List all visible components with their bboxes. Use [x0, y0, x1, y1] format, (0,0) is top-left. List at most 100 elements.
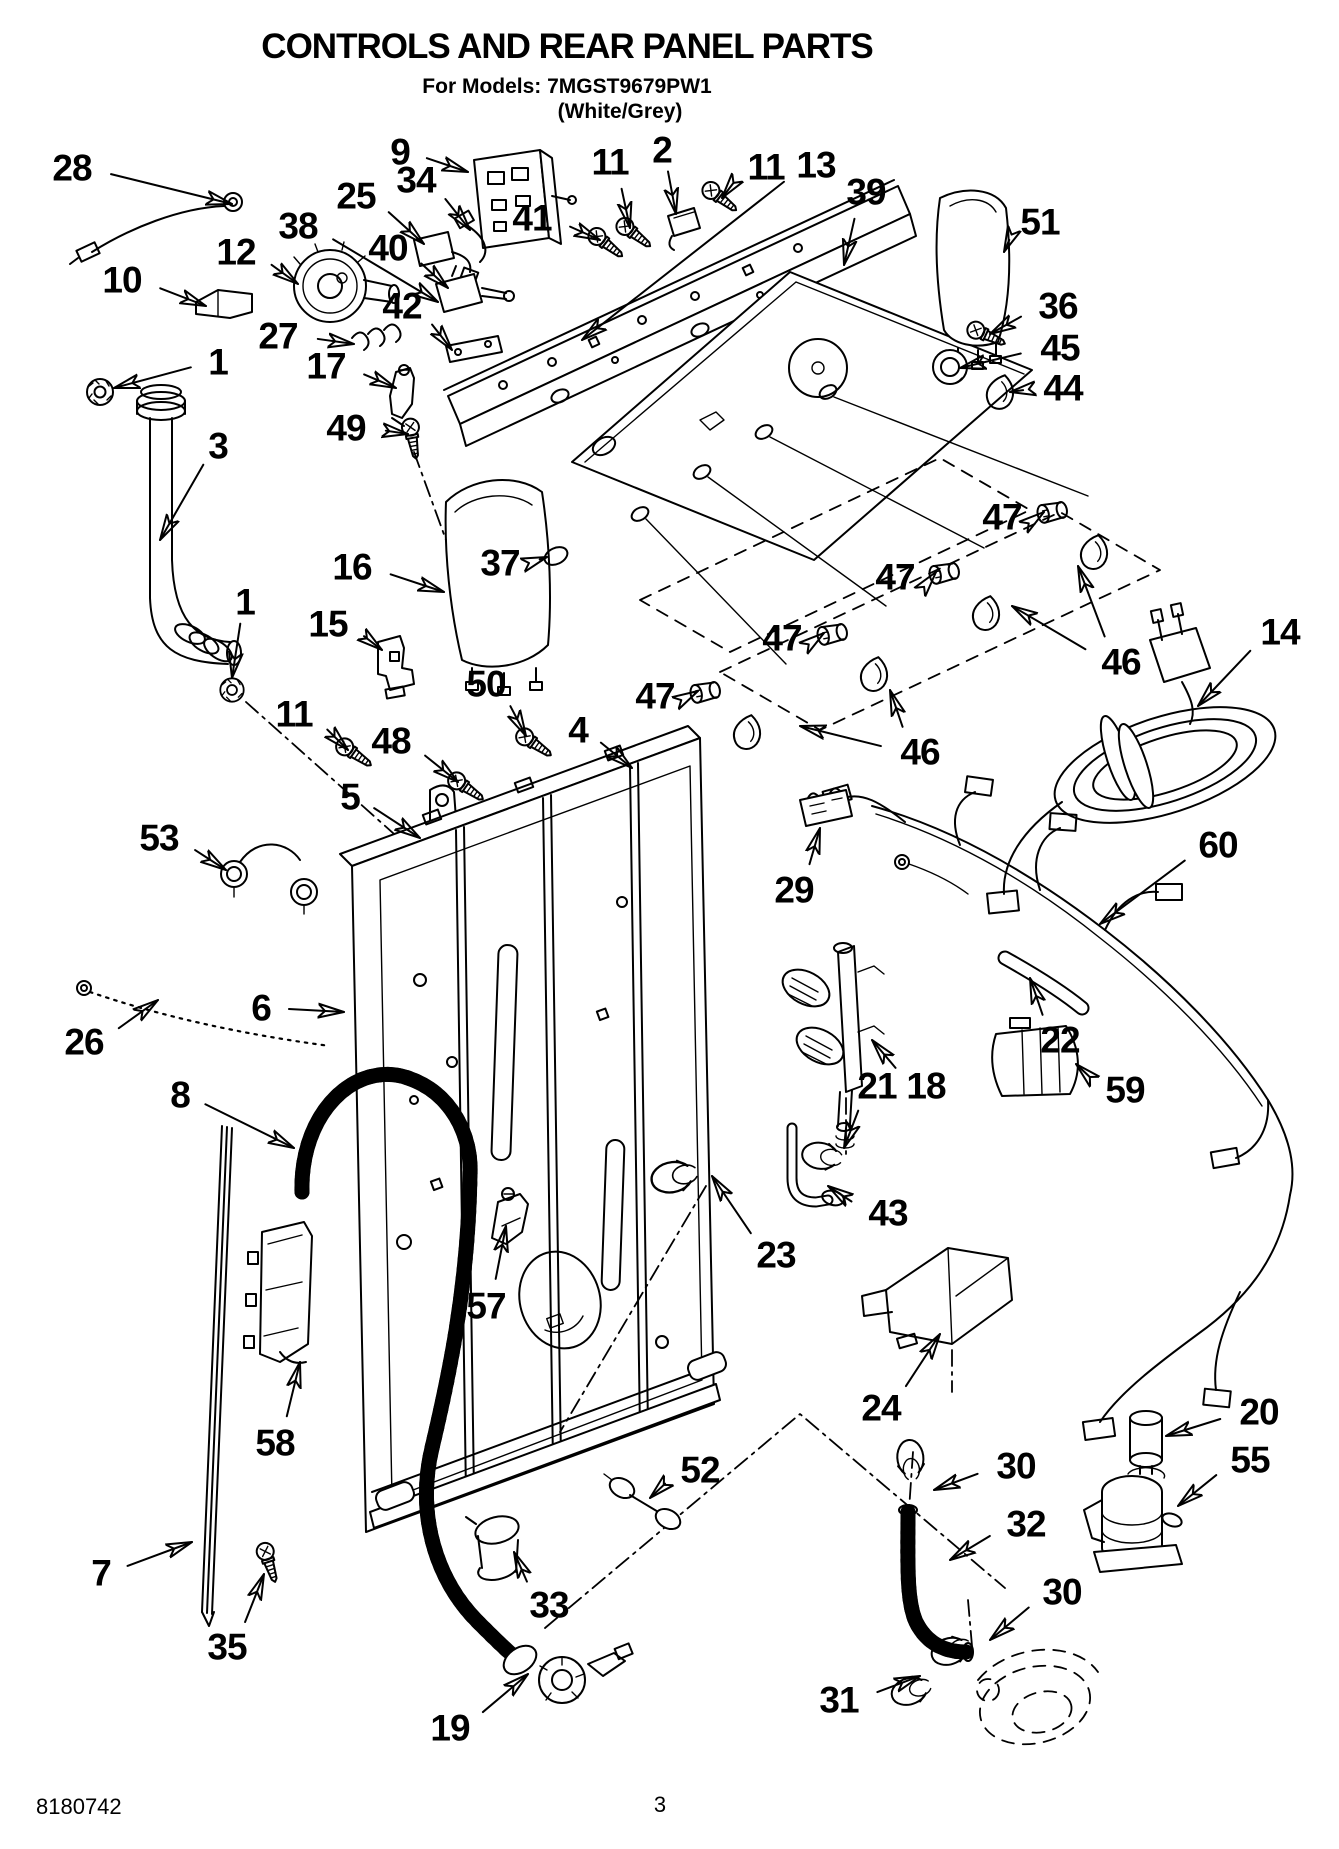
callout-38: 38	[278, 206, 439, 303]
callout-arrow	[364, 636, 383, 651]
callout-number-29: 29	[774, 870, 814, 911]
callout-15: 15	[308, 604, 383, 651]
callout-arrow	[159, 287, 207, 307]
callout-45: 45	[959, 328, 1081, 369]
washer-1b-drawing	[219, 677, 245, 703]
callout-30: 30	[933, 1446, 1037, 1491]
callout-arrow	[695, 690, 699, 693]
callout-number-47: 47	[762, 618, 801, 659]
callout-48: 48	[371, 721, 459, 783]
callout-52: 52	[649, 1450, 721, 1499]
callout-number-27: 27	[258, 316, 297, 357]
callout-arrow	[949, 1534, 991, 1561]
bracket-17-drawing	[389, 364, 415, 427]
callout-arrow	[496, 1225, 506, 1280]
clamp-centerlines	[908, 1451, 973, 1647]
callout-40: 40	[368, 228, 449, 289]
callout-arrow	[204, 1103, 295, 1149]
callout-24: 24	[861, 1333, 941, 1429]
callout-6: 6	[251, 988, 345, 1029]
callout-number-1: 1	[235, 582, 255, 623]
callout-number-35: 35	[207, 1627, 247, 1668]
callout-51: 51	[1003, 202, 1061, 253]
callout-number-48: 48	[371, 721, 411, 762]
callout-19: 19	[430, 1673, 529, 1749]
centerline-49	[413, 451, 447, 541]
callout-arrow	[110, 173, 233, 204]
callout-number-44: 44	[1043, 368, 1084, 409]
callout-41: 41	[512, 198, 601, 241]
callout-22: 22	[1029, 977, 1081, 1061]
callout-number-13: 13	[796, 145, 836, 186]
callout-44: 44	[1009, 368, 1085, 409]
callout-47: 47	[982, 497, 1045, 538]
callout-47: 47	[762, 618, 825, 659]
callout-11: 11	[721, 147, 786, 199]
bracket-15-drawing	[377, 635, 415, 700]
callout-arrow	[159, 463, 205, 541]
callout-arrow	[959, 352, 1022, 368]
callout-number-55: 55	[1230, 1440, 1270, 1481]
diagram-line-art	[69, 149, 1294, 1746]
callout-arrow	[373, 807, 421, 839]
callout-number-21: 21	[857, 1066, 897, 1107]
callout-37: 37	[480, 543, 548, 584]
callout-49: 49	[326, 408, 409, 449]
callout-1: 1	[113, 342, 229, 389]
end-cap-16-drawing	[444, 479, 551, 696]
callout-number-51: 51	[1020, 202, 1060, 243]
callout-arrow	[649, 1484, 665, 1499]
callout-arrow	[889, 689, 903, 728]
bracket-10-drawing	[195, 289, 253, 319]
callout-arrow	[444, 198, 471, 231]
callout-number-47: 47	[635, 676, 674, 717]
callout-25: 25	[336, 176, 425, 245]
callout-11: 11	[275, 694, 349, 751]
callout-number-50: 50	[466, 664, 506, 705]
wire-harness-drawing	[821, 775, 1294, 1442]
callout-number-42: 42	[382, 286, 422, 327]
ground-wire-drawing	[69, 192, 243, 265]
callout-arrow	[1003, 240, 1009, 253]
callout-number-39: 39	[846, 172, 886, 213]
callout-46: 46	[1012, 565, 1142, 683]
callout-arrow	[389, 573, 445, 593]
pump-motor-drawing	[1083, 1467, 1183, 1573]
screw-49-drawing	[399, 416, 426, 462]
callout-number-58: 58	[255, 1423, 295, 1464]
models-line: For Models: 7MGST9679PW1	[422, 75, 712, 98]
callout-number-4: 4	[568, 710, 589, 751]
callout-arrow	[822, 632, 825, 635]
callout-arrow	[1075, 1063, 1090, 1077]
callout-number-52: 52	[680, 1450, 720, 1491]
callout-arrow	[387, 211, 425, 245]
callout-arrow	[113, 366, 192, 388]
callout-arrow	[876, 1675, 921, 1694]
callout-number-40: 40	[368, 228, 408, 269]
callout-8: 8	[170, 1075, 295, 1149]
callout-7: 7	[91, 1541, 193, 1594]
callout-arrow	[194, 850, 227, 871]
callout-number-43: 43	[868, 1193, 908, 1234]
callout-46: 46	[799, 689, 941, 773]
callout-arrow	[540, 556, 548, 559]
callout-arrow	[420, 262, 449, 289]
callout-number-46: 46	[1101, 642, 1141, 683]
callout-arrow	[510, 705, 527, 737]
callout-number-60: 60	[1198, 825, 1238, 866]
callout-number-19: 19	[430, 1708, 470, 1749]
callout-arrow	[117, 999, 159, 1030]
callout-arrow	[513, 1551, 527, 1583]
callout-2: 2	[652, 130, 676, 215]
callout-number-14: 14	[1260, 612, 1301, 653]
callout-55: 55	[1177, 1440, 1271, 1507]
callout-number-47: 47	[875, 557, 914, 598]
callout-arrow	[799, 726, 882, 748]
callout-number-23: 23	[756, 1235, 796, 1276]
callout-number-16: 16	[332, 547, 372, 588]
callout-5: 5	[340, 777, 421, 839]
callout-32: 32	[949, 1504, 1047, 1561]
callout-arrow	[827, 1185, 852, 1202]
